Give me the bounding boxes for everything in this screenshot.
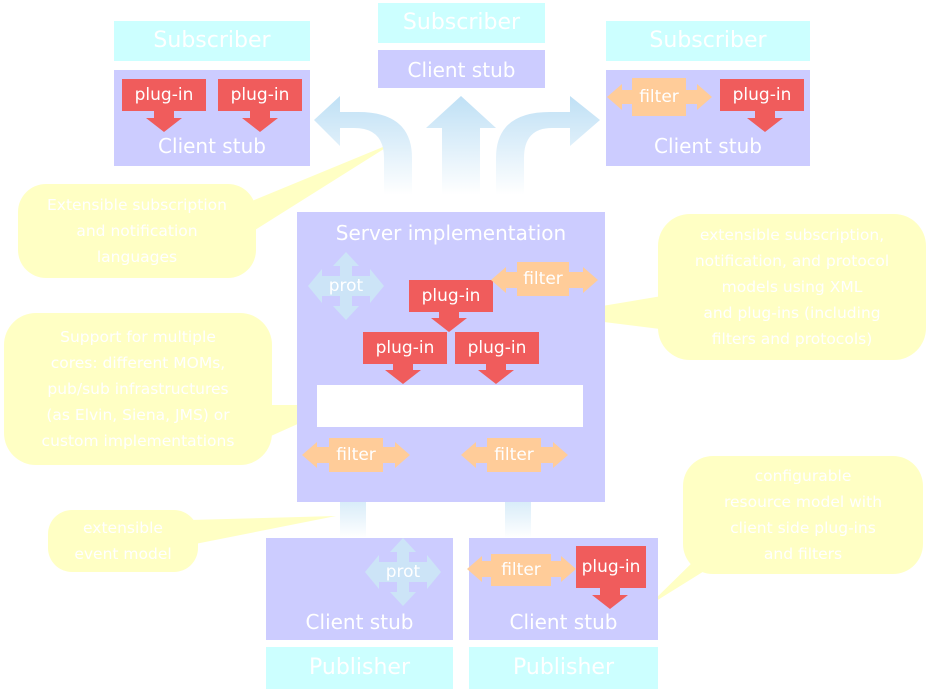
callout-models-line: notification, and protocol — [694, 252, 890, 270]
callout-resource-line: and filters — [763, 545, 843, 563]
callout-cores-line: cores: different MOMs, — [50, 354, 226, 372]
subscriber-left-plugin-2: plug-in — [218, 79, 302, 111]
server-filter-bottom-right: filter — [487, 438, 541, 472]
callout-event-shape — [48, 510, 336, 572]
callout-cores-line: (as Elvin, Siena, JMS) or — [46, 406, 230, 424]
arrow-server-to-subscriber-left — [314, 96, 412, 195]
server-filter-top: filter — [517, 262, 569, 296]
callout-models: extensible subscription, notification, a… — [658, 214, 926, 360]
callout-event-line: event model — [74, 545, 172, 563]
subscriber-right-title: Subscriber — [606, 21, 810, 61]
callout-languages-line: Extensible subscription — [47, 196, 227, 214]
arrow-server-to-subscriber-right — [496, 96, 600, 195]
subscriber-right-stub-label: Client stub — [654, 134, 762, 158]
arrow-server-to-subscriber-center — [426, 96, 496, 195]
publisher-left-prot-label: prot — [385, 562, 421, 582]
plugin-down-arrows — [146, 111, 783, 609]
publisher-right-filter: filter — [491, 554, 551, 586]
callout-languages-line: languages — [96, 248, 178, 266]
callout-resource-line: configurable — [754, 467, 852, 485]
callout-resource-shape — [648, 456, 923, 606]
callout-event-line: extensible — [83, 519, 163, 537]
subscriber-left-title: Subscriber — [114, 21, 310, 61]
subscriber-center-stub-label: Client stub — [407, 58, 516, 82]
subscriber-left-plugin-1: plug-in — [122, 79, 206, 111]
publisher-left-stub-label: Client stub — [305, 610, 414, 634]
callout-models-shape — [548, 214, 926, 360]
callout-cores-line: Support for multiple — [60, 328, 216, 346]
prot-cross-publisher — [365, 538, 441, 606]
callout-languages-shape — [18, 142, 395, 278]
callout-event: extensible event model — [48, 510, 198, 572]
callout-models-line: extensible subscription, — [699, 226, 885, 244]
callout-models-line: models using XML — [721, 278, 863, 296]
publisher-right-stub-label: Client stub — [509, 610, 618, 634]
prot-cross-server — [308, 252, 384, 320]
callout-models-line: and plug-ins (including — [703, 304, 881, 322]
publisher-right-stub-box: filter plug-in Client stub — [469, 538, 658, 640]
server-title: Server implementation — [335, 221, 567, 245]
filter-double-arrows — [302, 84, 712, 582]
publisher-left-stub-box: Client stub — [266, 538, 453, 640]
callout-models-line: filters and protocols) — [711, 330, 873, 348]
callout-languages-line: and notification — [76, 222, 198, 240]
server-filter-bottom-left: filter — [329, 438, 383, 472]
subscriber-center-title: Subscriber — [378, 3, 545, 43]
server-prot-label: prot — [328, 276, 364, 296]
callout-cores-line: pub/sub infrastructures — [47, 380, 229, 398]
subscriber-right-plugin: plug-in — [720, 79, 804, 111]
callout-resource-line: resource model with — [723, 493, 883, 511]
publisher-left-title: Publisher — [266, 647, 453, 689]
publisher-right-title: Publisher — [469, 647, 658, 689]
subscriber-right-filter: filter — [632, 78, 686, 116]
callout-cores-line: custom implementations — [41, 432, 235, 450]
subscriber-left-stub-label: Client stub — [158, 134, 266, 158]
callout-cores: Support for multiple cores: different MO… — [4, 313, 272, 465]
publisher-right-plugin: plug-in — [576, 546, 646, 588]
server-plugin-top: plug-in — [409, 280, 493, 312]
subscriber-center-stub-box: Client stub — [378, 50, 545, 88]
server-core-slot — [317, 385, 583, 427]
callout-resource-line: client side plug-ins — [730, 519, 876, 537]
callout-resource: configurable resource model with client … — [683, 456, 923, 574]
server-plugin-left: plug-in — [363, 332, 447, 364]
server-plugin-right: plug-in — [455, 332, 539, 364]
callout-languages: Extensible subscription and notification… — [18, 184, 256, 278]
subscriber-right-stub-box: filter plug-in Client stub — [606, 70, 810, 166]
